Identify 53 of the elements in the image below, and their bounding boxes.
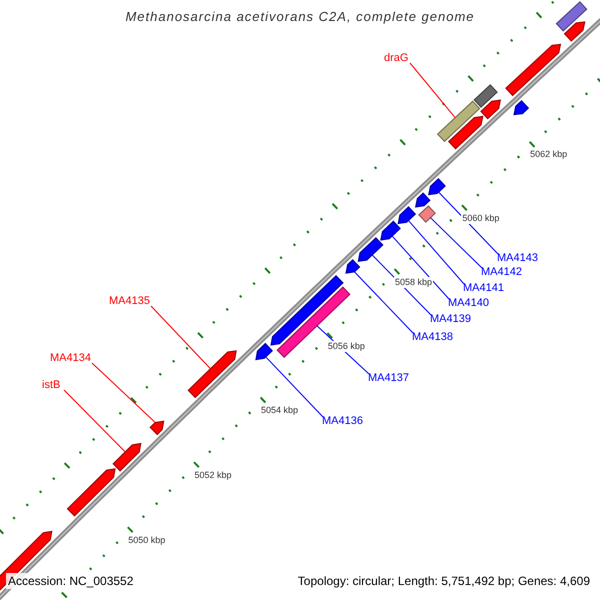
scale-label: 5062 kbp [529,149,568,160]
leader-line [265,356,324,418]
gene-label: draG [384,52,410,65]
scale-label: 5050 kbp [127,534,166,546]
gene-feature [66,468,116,517]
gene-label: MA4139 [430,313,472,326]
gene-feature [480,100,502,120]
gene-feature [448,116,484,150]
gene-feature [428,178,446,196]
leader-line [64,390,126,452]
leader-line [408,220,464,284]
scale-label: 5058 kbp [394,276,433,288]
gene-feature [188,350,237,398]
gene-feature [414,192,431,208]
genome-info-text: Topology: circular; Length: 5,751,492 bp; Genes: 4,609 [296,573,592,589]
leader-line [392,236,450,300]
leader-line [430,217,482,268]
gene-block [436,100,480,142]
leader-line [354,271,414,334]
gene-feature [345,259,360,274]
gene-label: MA4134 [50,352,92,365]
gene-label: istB [42,379,64,392]
gene-feature [505,44,562,96]
gene-block [556,1,588,32]
leader-line [150,306,211,370]
scale-label: 5052 kbp [193,470,232,481]
gene-block [474,84,498,108]
leader-line [438,192,498,254]
leader-line [410,62,456,118]
gene-feature [380,220,401,241]
gene-label: MA4143 [497,252,539,265]
leader-line [92,362,156,423]
accession-text: Accession: NC_003552 [6,573,136,589]
scale-label: 5060 kbp [461,212,500,224]
gene-feature [513,100,530,116]
gene-label: MA4141 [463,282,505,295]
gene-label: MA4135 [109,295,151,308]
gene-label: MA4140 [448,297,490,310]
gene-label: MA4138 [412,331,454,344]
gene-label: MA4137 [368,372,410,385]
gene-feature [358,237,384,262]
gene-feature [398,206,416,224]
gene-block [276,286,350,358]
title: Methanosarcina acetivorans C2A, complete genome [124,9,476,24]
scale-label: 5056 kbp [326,340,366,352]
scale-label: 5054 kbp [260,404,300,416]
gene-feature [255,342,273,360]
gene-feature [150,420,164,436]
gene-label: MA4136 [322,415,364,428]
gene-block [418,205,436,223]
gene-label: MA4142 [481,266,523,279]
gene-feature [564,21,586,42]
gene-feature [112,442,142,472]
